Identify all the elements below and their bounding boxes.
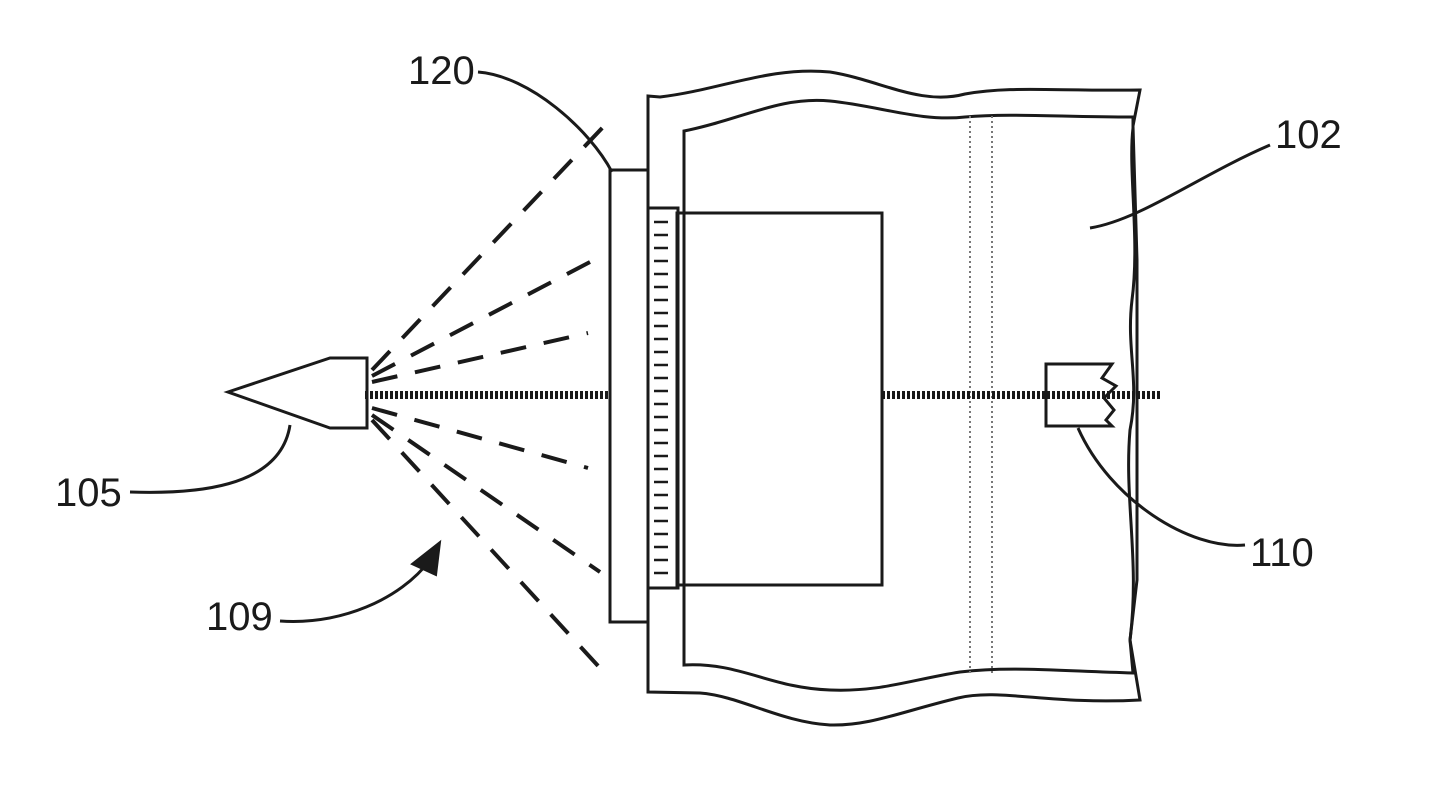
spray-line-1 (372, 125, 605, 370)
spray-line-4 (372, 408, 588, 468)
leader-110 (1078, 428, 1245, 545)
wall-gap-strip (648, 208, 678, 588)
spray-line-6 (372, 420, 600, 668)
label-102: 102 (1275, 113, 1342, 157)
label-105: 105 (55, 471, 122, 515)
target-block (1046, 364, 1116, 426)
leader-102 (1090, 145, 1270, 228)
spray-arrow (280, 560, 430, 621)
spray-line-3 (372, 333, 588, 382)
label-110: 110 (1250, 531, 1314, 575)
spray-line-5 (372, 415, 600, 572)
label-120: 120 (408, 49, 475, 93)
spray-arrowhead (412, 542, 440, 575)
inner-cavity (677, 213, 882, 585)
nozzle (228, 358, 367, 428)
shield-plate (610, 170, 648, 622)
leader-105 (130, 425, 290, 492)
leader-120 (478, 72, 612, 172)
label-109: 109 (206, 595, 273, 639)
strip-ticks (654, 222, 668, 573)
